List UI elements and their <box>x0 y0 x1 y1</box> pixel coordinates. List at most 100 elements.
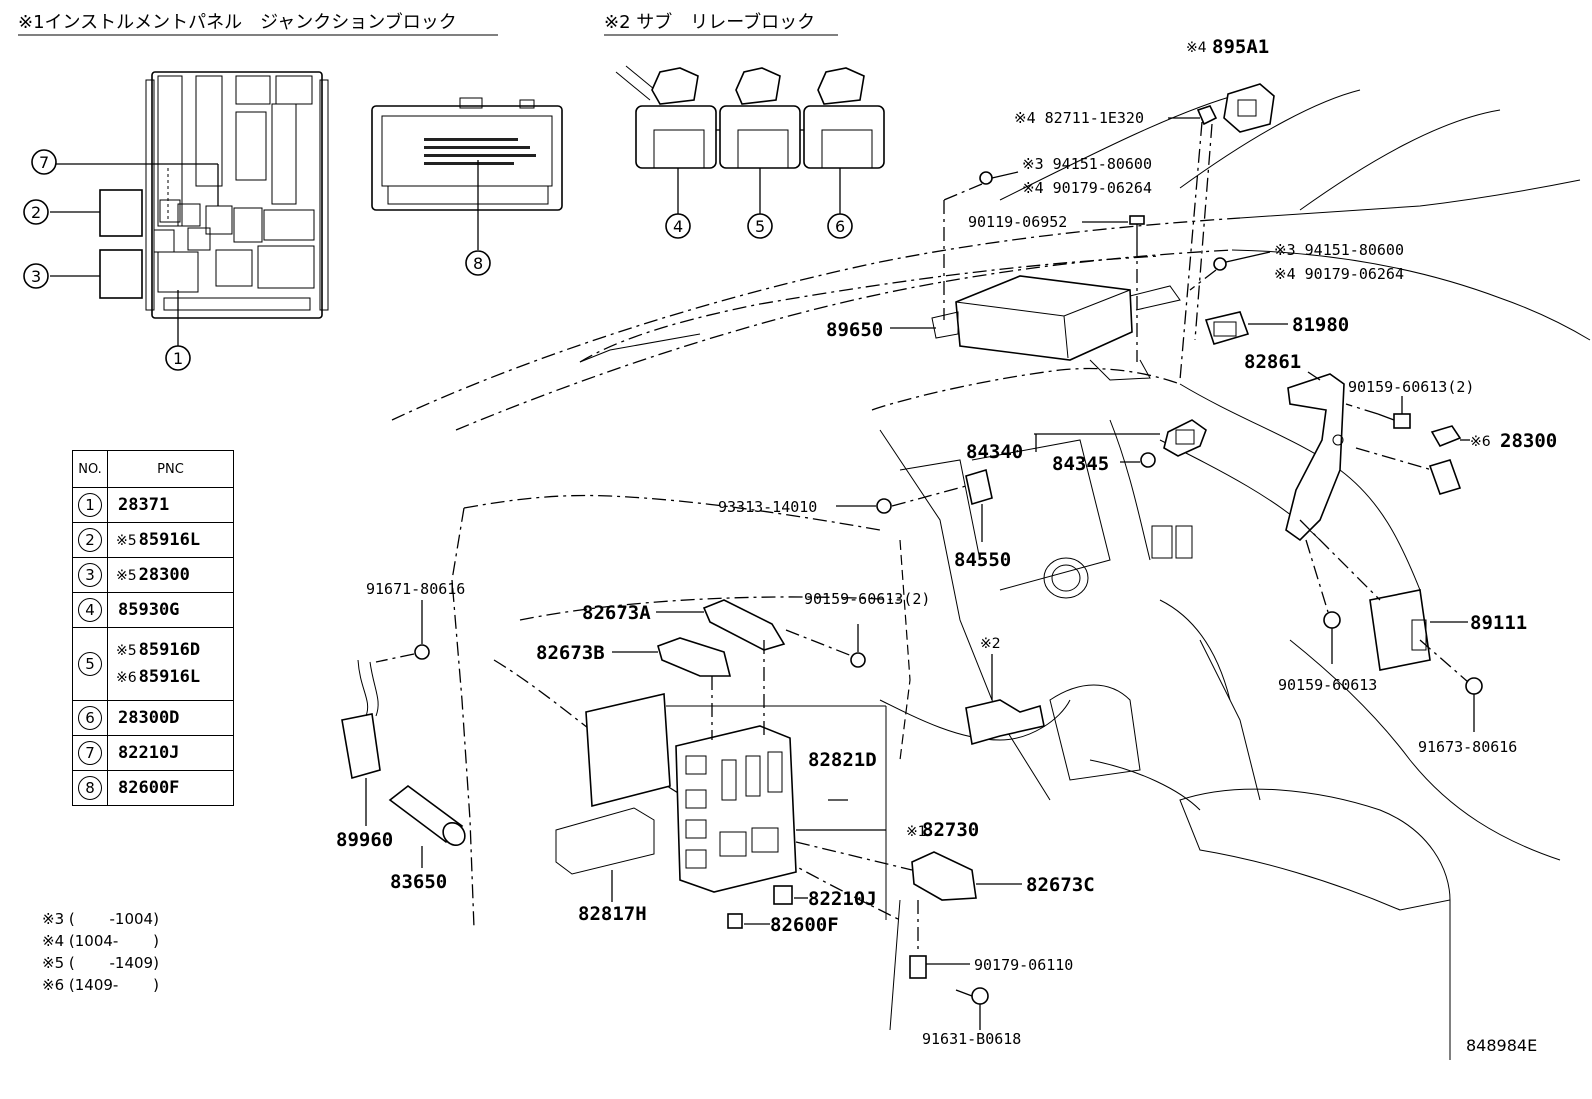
label-28300: 28300 <box>1500 430 1557 452</box>
note-line: ※5 ( -1409) <box>42 954 159 972</box>
junction-block-title: ※1インストルメントパネル ジャンクションブロック <box>18 11 457 33</box>
part-91671-bolt <box>414 644 430 660</box>
part-82673b-bracket <box>657 637 732 677</box>
callout-8: 8 <box>465 250 491 276</box>
part-89650-ecu <box>931 275 1181 381</box>
part-82210j <box>773 885 793 905</box>
table-row: 8 82600F <box>72 770 234 806</box>
callout-7: 7 <box>31 149 57 175</box>
part-91673-bolt <box>1465 677 1483 695</box>
part-90119-bolt <box>1129 215 1145 242</box>
part-82673a-bracket <box>702 599 786 651</box>
row-number: 5 <box>78 652 102 676</box>
label-90159-2a: 90159-60613(2) <box>1348 378 1474 396</box>
table-header-row: NO. PNC <box>72 450 234 488</box>
callout-4: 4 <box>665 213 691 239</box>
part-28300-relay <box>1428 425 1462 495</box>
label-91631: 91631-B0618 <box>922 1030 1021 1048</box>
row-number: 2 <box>78 528 102 552</box>
pnc-value: 85916D <box>138 640 201 660</box>
part-91631-bolt <box>955 987 989 1005</box>
callout-2: 2 <box>23 199 49 225</box>
part-90159-bolt-c <box>850 652 866 668</box>
pnc-value: 85930G <box>118 599 180 620</box>
part-90159-bolt-b <box>1323 611 1341 629</box>
label-90159-2b: 90159-60613(2) <box>804 590 930 608</box>
note-line: ※3 ( -1004) <box>42 910 159 928</box>
pnc-value: 82600F <box>118 777 180 798</box>
part-895a1 <box>1223 83 1275 133</box>
label-94151-a: ※3 94151-80600 <box>1022 155 1152 173</box>
label-91673: 91673-80616 <box>1418 738 1517 756</box>
relay-module-82600f <box>371 97 563 211</box>
part-81980 <box>1204 311 1250 345</box>
callout-6: 6 <box>827 213 853 239</box>
label-895a1: 895A1 <box>1212 36 1269 58</box>
table-row: 7 82210J <box>72 735 234 771</box>
label-82730-note: ※1 <box>906 824 927 840</box>
part-82600f <box>727 913 743 929</box>
sub-relay-block-inset <box>615 65 885 169</box>
row-number: 3 <box>78 563 102 587</box>
label-84345: 84345 <box>1052 453 1109 475</box>
label-90119: 90119-06952 <box>968 213 1067 231</box>
label-91671: 91671-80616 <box>366 580 465 598</box>
part-90159-bolt-a <box>1377 413 1411 429</box>
part-sub-relay-location <box>965 699 1045 746</box>
row-number: 7 <box>78 741 102 765</box>
svg-text:8: 8 <box>473 254 483 273</box>
label-93313: 93313-14010 <box>718 498 817 516</box>
label-89111: 89111 <box>1470 612 1527 634</box>
svg-text:1: 1 <box>173 349 183 368</box>
part-93313-screw <box>876 498 892 514</box>
label-82673a: 82673A <box>582 602 651 624</box>
svg-text:5: 5 <box>755 217 765 236</box>
pnc-value: 28300 <box>138 564 190 585</box>
pnc-value: 85916L <box>138 667 201 687</box>
label-82821d: 82821D <box>808 749 877 771</box>
drawing-id: 848984E <box>1466 1036 1538 1055</box>
label-89650: 89650 <box>826 319 883 341</box>
table-row: 6 28300D <box>72 700 234 736</box>
row-number: 8 <box>78 776 102 800</box>
svg-text:7: 7 <box>39 153 49 172</box>
row-number: 1 <box>78 493 102 517</box>
label-90179-06110: 90179-06110 <box>974 956 1073 974</box>
label-895a1-note: ※4 <box>1186 40 1207 56</box>
date-notes: ※3 ( -1004) ※4 (1004- ) ※5 ( -1409) ※6 (… <box>42 908 159 996</box>
part-89960-sensor <box>341 659 381 780</box>
pnc-note: ※6 <box>116 670 137 686</box>
label-84340: 84340 <box>966 441 1023 463</box>
label-81980: 81980 <box>1292 314 1349 336</box>
row-number: 4 <box>78 598 102 622</box>
callout-1: 1 <box>165 345 191 371</box>
label-82600f: 82600F <box>770 914 839 936</box>
junction-block-inset <box>99 71 329 319</box>
label-82861: 82861 <box>1244 351 1301 373</box>
part-84345-nut <box>1140 452 1156 468</box>
part-82861-bracket <box>1285 373 1345 542</box>
part-84550 <box>965 468 993 506</box>
svg-text:6: 6 <box>835 217 845 236</box>
callout-5: 5 <box>747 213 773 239</box>
part-94151-nut-b <box>1213 257 1227 271</box>
label-90159: 90159-60613 <box>1278 676 1377 694</box>
label-82711: ※4 82711-1E320 <box>1014 109 1144 127</box>
pnc-note: ※5 <box>116 567 137 584</box>
label-82730: 82730 <box>922 819 979 841</box>
dashboard-outline <box>391 89 1591 1060</box>
row-number: 6 <box>78 706 102 730</box>
label-90179-b: ※4 90179-06264 <box>1274 265 1404 283</box>
label-82210j: 82210J <box>808 888 877 910</box>
label-82673b: 82673B <box>536 642 605 664</box>
label-83650: 83650 <box>390 871 447 893</box>
sub-relay-block-title: ※2 サブ リレーブロック <box>604 11 815 33</box>
label-82817h: 82817H <box>578 903 647 925</box>
callout-3: 3 <box>23 263 49 289</box>
note-line: ※6 (1409- ) <box>42 976 159 994</box>
